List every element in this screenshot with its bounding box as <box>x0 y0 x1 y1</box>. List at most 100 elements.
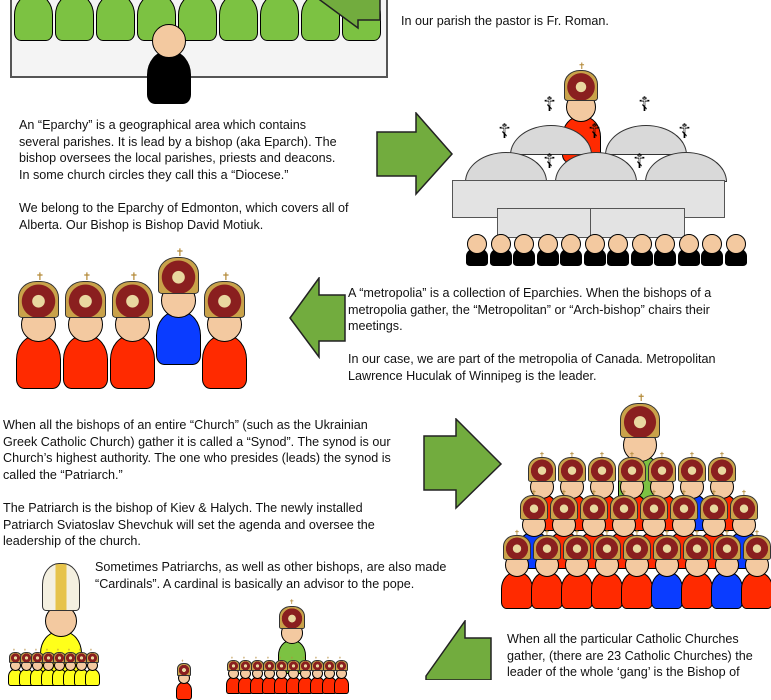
person-body <box>741 572 771 610</box>
person-body <box>176 681 192 700</box>
mitre-icon <box>640 495 668 521</box>
mitre-icon <box>550 495 578 521</box>
mitre-icon <box>65 280 106 318</box>
person-body <box>501 572 533 610</box>
person-body <box>651 572 683 610</box>
person-body <box>62 335 109 390</box>
person-body <box>681 572 713 610</box>
cross-icon: ✝ <box>591 488 598 497</box>
cross-icon: ☦ <box>638 94 651 116</box>
mitre-icon <box>610 495 638 521</box>
mitre-icon <box>204 280 245 318</box>
cross-icon: ✝ <box>664 528 671 537</box>
person-body <box>334 676 349 694</box>
person-head <box>702 234 722 254</box>
cross-icon: ☦ <box>498 121 511 143</box>
metropolia-text: A “metropolia” is a collection of Eparch… <box>348 286 716 383</box>
cross-icon: ✝ <box>629 450 636 459</box>
cross-icon: ✝ <box>35 271 45 283</box>
cross-icon: ✝ <box>302 656 306 660</box>
mitre-icon <box>227 659 240 672</box>
person-head <box>655 234 675 254</box>
person-body <box>531 572 563 610</box>
cross-icon: ✝ <box>338 656 342 660</box>
cross-icon: ☦ <box>588 121 601 143</box>
mitre-icon <box>670 495 698 521</box>
mitre-icon <box>112 280 153 318</box>
mitre-icon <box>323 659 336 672</box>
mitre-icon <box>588 457 616 483</box>
person-body <box>85 668 100 686</box>
mitre-icon <box>730 495 758 521</box>
mitre-icon <box>279 605 305 629</box>
dome-icon <box>645 152 727 182</box>
parish-illustration <box>10 0 388 104</box>
cross-icon: ✝ <box>254 656 258 660</box>
person-head <box>467 234 487 254</box>
cross-icon: ✝ <box>23 648 27 652</box>
person-head <box>584 234 605 254</box>
mitre-icon <box>700 495 728 521</box>
cross-icon: ✝ <box>56 648 60 652</box>
arrow-left-icon <box>318 0 382 37</box>
cross-icon: ✝ <box>604 528 611 537</box>
mitre-icon <box>520 495 548 521</box>
mitre-icon <box>708 457 736 483</box>
cross-icon: ✝ <box>129 271 139 283</box>
cross-icon: ✝ <box>574 528 581 537</box>
cross-icon: ✝ <box>531 488 538 497</box>
cross-icon: ✝ <box>659 450 666 459</box>
person-body <box>259 0 299 41</box>
mitre-icon <box>593 535 621 561</box>
mitre-icon <box>263 659 276 672</box>
mitre-icon <box>177 663 191 676</box>
person-head <box>490 234 511 254</box>
person-body <box>95 0 135 41</box>
person-body <box>201 335 248 390</box>
cross-icon: ✝ <box>67 648 71 652</box>
mitre-icon <box>299 659 312 672</box>
person-head <box>608 234 628 254</box>
person-body <box>155 311 202 366</box>
person-body <box>561 572 593 610</box>
person-head <box>537 234 558 254</box>
cross-icon: ✝ <box>637 393 646 404</box>
dome-icon <box>605 125 687 155</box>
mitre-icon <box>620 402 660 439</box>
arrow-left-icon <box>289 275 347 364</box>
cross-icon: ✝ <box>278 656 282 660</box>
person-body <box>711 572 743 610</box>
person-head <box>678 234 699 254</box>
cross-icon: ✝ <box>82 271 92 283</box>
cross-icon: ✝ <box>651 488 658 497</box>
mitre-icon <box>86 651 99 664</box>
mitre-icon <box>683 535 711 561</box>
mitre-icon <box>580 495 608 521</box>
cross-icon: ✝ <box>290 656 294 660</box>
person-body <box>146 51 192 104</box>
cross-icon: ✝ <box>326 656 330 660</box>
person-body <box>109 335 156 390</box>
cross-icon: ✝ <box>561 488 568 497</box>
catholic-text: When all the particular Catholic Churche… <box>507 632 753 680</box>
person-head <box>725 234 746 254</box>
cross-icon: ✝ <box>754 528 761 537</box>
cross-icon: ✝ <box>634 528 641 537</box>
papal-mitre-icon <box>42 563 80 611</box>
person-body <box>300 0 340 41</box>
cross-icon: ☦ <box>543 94 556 116</box>
mitre-icon <box>623 535 651 561</box>
person-head <box>561 234 581 254</box>
cross-icon: ✝ <box>230 656 234 660</box>
mitre-icon <box>563 69 599 101</box>
cross-icon: ✝ <box>544 528 551 537</box>
cross-icon: ✝ <box>689 450 696 459</box>
dome-icon <box>465 152 547 182</box>
cross-icon: ✝ <box>539 450 546 459</box>
cross-icon: ✝ <box>694 528 701 537</box>
church-base <box>590 208 685 238</box>
cross-icon: ✝ <box>242 656 246 660</box>
cross-icon: ✝ <box>221 271 231 283</box>
mitre-icon <box>653 535 681 561</box>
cross-icon: ✝ <box>289 599 295 606</box>
